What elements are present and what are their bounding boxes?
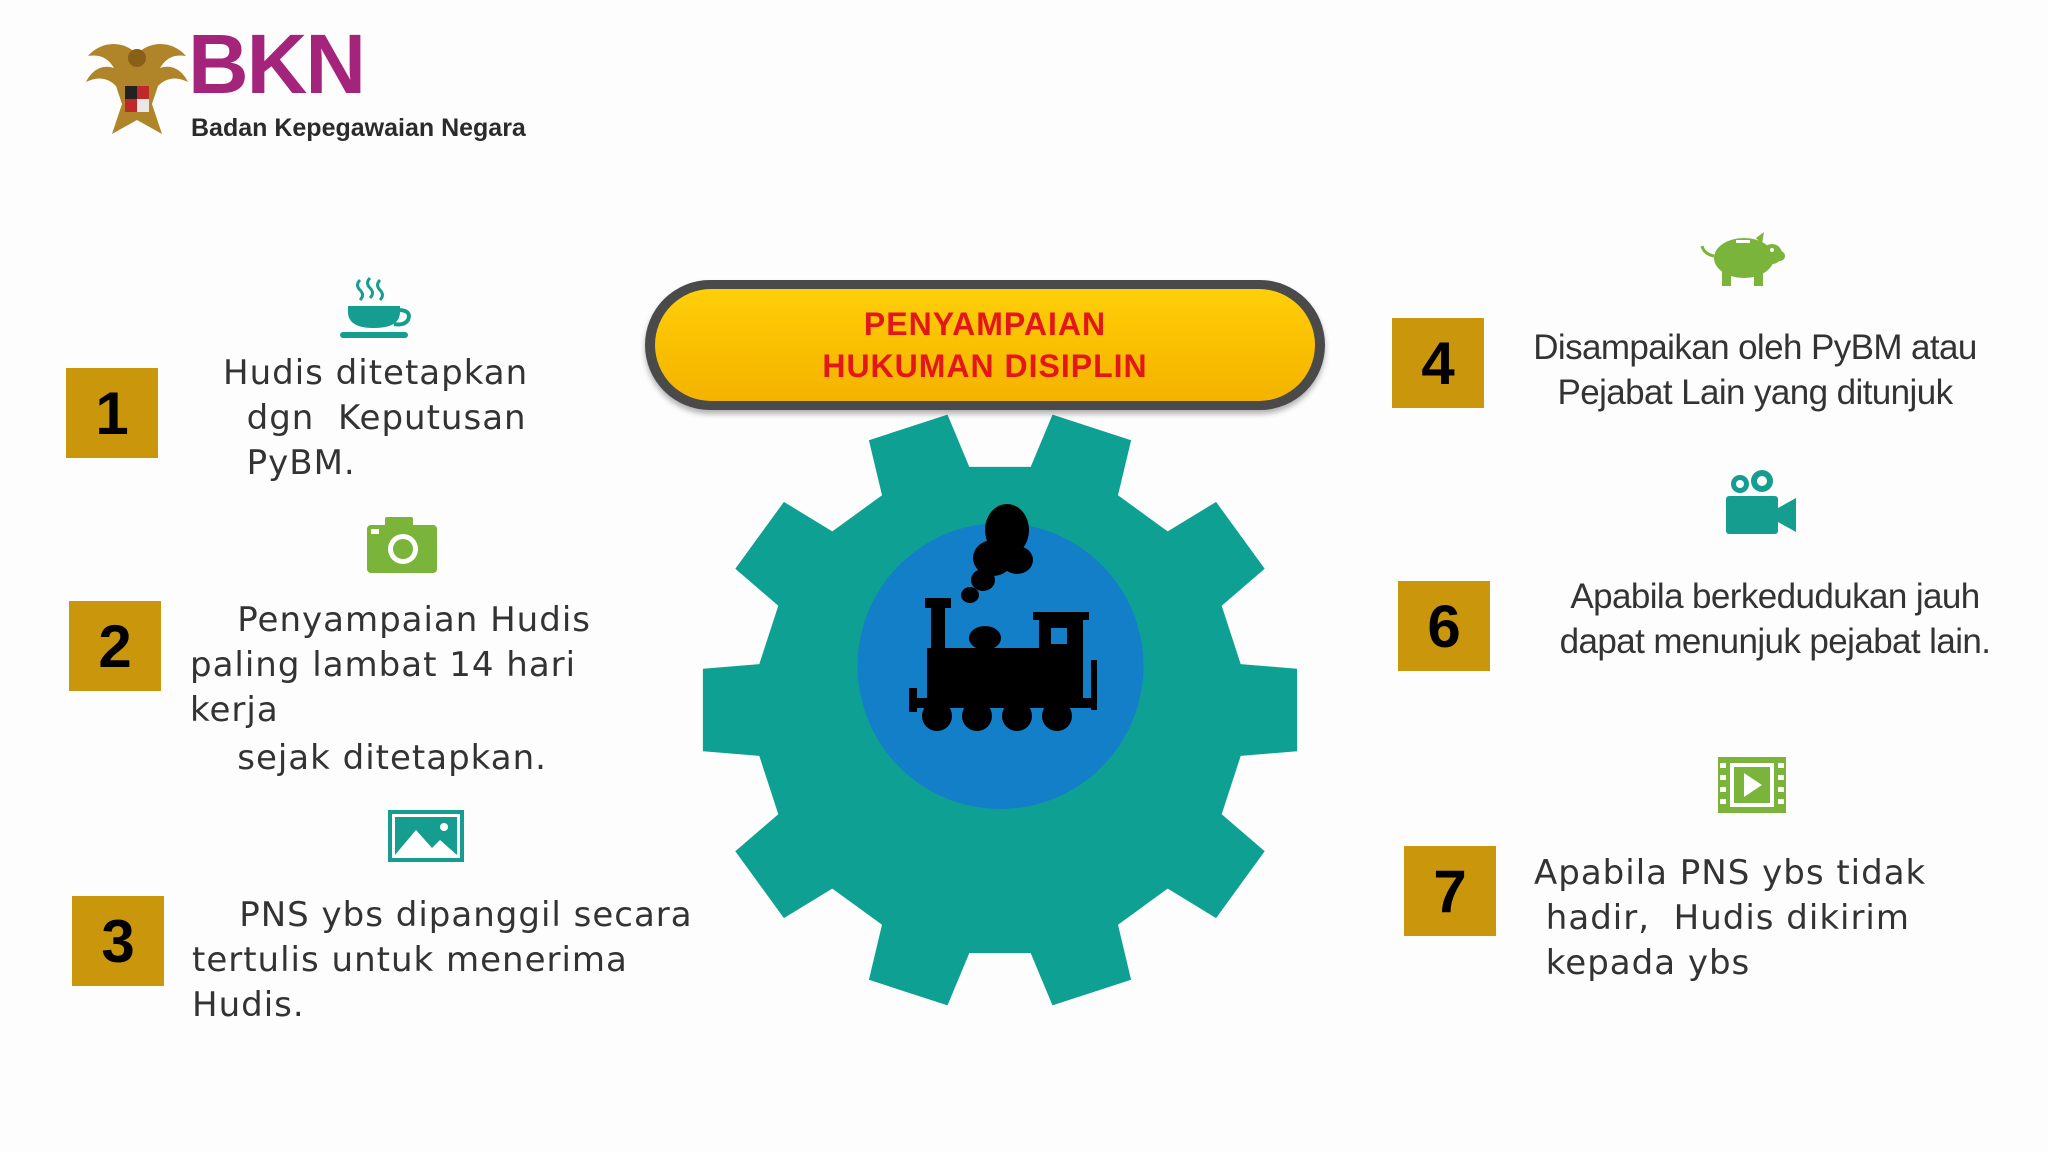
step-text-line: kepada ybs: [1534, 943, 1751, 983]
step-text-line: PNS ybs dipanggil secara: [192, 895, 693, 935]
step-number-box: 6: [1398, 581, 1490, 671]
step-number-box: 3: [72, 896, 164, 986]
step-text-line: hadir, Hudis dikirim: [1534, 898, 1910, 938]
step-number-box: 2: [69, 601, 161, 691]
banner-title-line-1: PENYAMPAIAN: [863, 306, 1107, 342]
step-text-line: Disampaikan oleh PyBM atau: [1533, 328, 1977, 367]
step-text-line: Hudis.: [192, 985, 305, 1025]
landscape-image-icon: [388, 810, 464, 862]
step-6-text: Apabila berkedudukan jauh dapat menunjuk…: [1530, 574, 2020, 664]
garuda-emblem-icon: [86, 44, 188, 134]
step-text-line: tertulis untuk menerima: [192, 940, 628, 980]
step-text-line: Apabila berkedudukan jauh: [1570, 577, 1980, 616]
step-text-line: Hudis ditetapkan: [223, 353, 529, 393]
step-text-line: Pejabat Lain yang ditunjuk: [1557, 373, 1954, 412]
title-banner: PENYAMPAIAN HUKUMAN DISIPLIN: [645, 280, 1325, 410]
step-2-text: Penyampaian Hudis paling lambat 14 hari …: [190, 598, 591, 781]
step-number-box: 1: [66, 368, 158, 458]
banner-title-line-2: HUKUMAN DISIPLIN: [822, 348, 1148, 384]
step-7-text: Apabila PNS ybs tidak hadir, Hudis dikir…: [1534, 851, 1926, 986]
film-play-icon: [1718, 757, 1786, 813]
step-text-line: Penyampaian Hudis: [190, 600, 591, 640]
step-number-box: 7: [1404, 846, 1496, 936]
step-text-line: dapat menunjuk pejabat lain.: [1559, 622, 1991, 661]
step-text-line: kerja: [190, 690, 279, 730]
camera-icon: [367, 517, 437, 573]
step-number-box: 4: [1392, 318, 1484, 408]
logo-subtitle: Badan Kepegawaian Negara: [191, 114, 526, 142]
step-text-line: dgn Keputusan: [223, 398, 527, 438]
step-1-text: Hudis ditetapkan dgn Keputusan PyBM.: [223, 351, 528, 486]
step-text-line: PyBM.: [223, 443, 356, 483]
logo-wordmark: BKN: [188, 17, 366, 111]
piggy-bank-icon: [1700, 232, 1785, 286]
step-text-line: sejak ditetapkan.: [190, 738, 547, 778]
step-text-line: paling lambat 14 hari: [190, 645, 577, 685]
video-camera-icon: [1726, 470, 1796, 534]
step-4-text: Disampaikan oleh PyBM atau Pejabat Lain …: [1510, 325, 2000, 415]
coffee-cup-icon: [340, 276, 411, 338]
step-text-line: Apabila PNS ybs tidak: [1534, 853, 1927, 893]
step-3-text: PNS ybs dipanggil secara tertulis untuk …: [192, 893, 693, 1028]
train-locomotive-icon: [909, 504, 1097, 731]
